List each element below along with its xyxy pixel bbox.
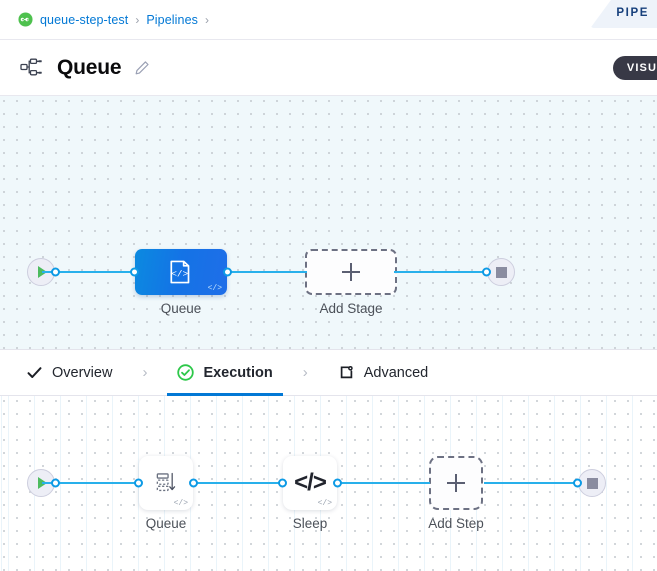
step-node-sleep-body[interactable]: </> </> xyxy=(283,456,337,510)
pipeline-tab-label: PIPE xyxy=(616,7,649,19)
execution-end-node[interactable] xyxy=(569,469,606,497)
queue-icon xyxy=(156,472,176,492)
sleep-step-output-port[interactable] xyxy=(333,478,342,488)
stop-icon xyxy=(495,266,507,278)
step-code-badge-queue: </> xyxy=(173,499,188,508)
add-step-button[interactable] xyxy=(429,456,483,510)
execution-start-node[interactable] xyxy=(27,469,60,497)
tab-advanced[interactable]: Advanced xyxy=(334,350,433,396)
stage-node-body[interactable]: </> </> xyxy=(135,249,227,295)
check-circle-green-icon xyxy=(177,364,195,381)
execution-graph-canvas[interactable]: </> Queue </> </> Sleep Add Step xyxy=(0,396,657,571)
stage-start-node[interactable] xyxy=(27,258,60,286)
step-node-sleep-label: Sleep xyxy=(292,516,328,531)
tab-separator-2: › xyxy=(302,364,308,381)
tab-overview[interactable]: Overview xyxy=(22,350,116,396)
step-node-queue-body[interactable]: </> xyxy=(139,456,193,510)
stage-config-tabs: Overview › Execution › Advanced xyxy=(0,350,657,396)
start-node-output-port[interactable] xyxy=(51,267,60,277)
tab-advanced-label: Advanced xyxy=(363,364,429,381)
breadcrumb-separator-2: › xyxy=(205,12,209,27)
end-node-circle[interactable] xyxy=(487,258,515,286)
stage-output-port[interactable] xyxy=(223,267,232,277)
edge-queue-to-add-stage xyxy=(225,271,307,273)
pipeline-tab-chip[interactable]: PIPE xyxy=(590,0,657,28)
project-badge-icon xyxy=(18,12,33,27)
queue-step-output-port[interactable] xyxy=(189,478,198,488)
step-node-queue[interactable]: </> Queue xyxy=(134,456,198,531)
stage-input-port[interactable] xyxy=(130,267,139,277)
breadcrumb-separator-1: › xyxy=(135,12,140,27)
add-stage-button[interactable] xyxy=(305,249,397,295)
edge-add-step-to-end xyxy=(484,482,577,484)
svg-text:</>: </> xyxy=(171,268,188,279)
stage-end-node[interactable] xyxy=(478,258,515,286)
execution-end-circle[interactable] xyxy=(578,469,606,497)
step-node-sleep[interactable]: </> </> Sleep xyxy=(278,456,342,531)
visual-view-label: VISU xyxy=(626,61,657,74)
edge-queue-step-to-sleep xyxy=(194,482,286,484)
tab-separator-1: › xyxy=(142,364,148,381)
edge-start-to-queue-step xyxy=(42,482,140,484)
check-icon xyxy=(26,364,43,381)
visual-view-button[interactable]: VISU xyxy=(612,55,657,80)
add-step-node[interactable]: Add Step xyxy=(428,456,484,531)
pipeline-title-bar: Queue VISU xyxy=(0,40,657,96)
stop-icon xyxy=(586,477,598,489)
stage-node-label: Queue xyxy=(160,301,202,316)
pipeline-graph-icon xyxy=(20,58,46,78)
breadcrumb-item-project[interactable]: queue-step-test xyxy=(40,12,129,27)
page-title: Queue xyxy=(57,55,122,79)
pencil-icon[interactable] xyxy=(134,60,150,76)
plus-icon xyxy=(447,474,465,492)
code-icon: </> xyxy=(294,469,327,496)
edge-sleep-to-add-step xyxy=(338,482,430,484)
plus-icon xyxy=(342,263,360,281)
breadcrumb-item-pipelines[interactable]: Pipelines xyxy=(146,12,198,27)
breadcrumb-bar: queue-step-test › Pipelines › PIPE xyxy=(0,0,657,40)
advanced-settings-icon xyxy=(338,364,355,381)
step-code-badge-sleep: </> xyxy=(317,499,332,508)
execution-start-output-port[interactable] xyxy=(51,478,60,488)
tab-overview-label: Overview xyxy=(52,364,113,381)
step-node-queue-label: Queue xyxy=(145,516,187,531)
custom-stage-icon: </> xyxy=(170,260,190,284)
queue-step-input-port[interactable] xyxy=(134,478,143,488)
tab-execution[interactable]: Execution xyxy=(167,350,284,396)
stage-code-badge: </> xyxy=(207,284,222,293)
stage-node-queue[interactable]: </> </> Queue xyxy=(130,249,232,316)
sleep-step-input-port[interactable] xyxy=(278,478,287,488)
edge-start-to-queue xyxy=(42,271,138,273)
execution-end-input-port[interactable] xyxy=(573,478,582,488)
add-stage-label: Add Stage xyxy=(319,301,383,316)
stage-graph-canvas[interactable]: </> </> Queue Add Stage xyxy=(0,96,657,350)
edge-add-stage-to-end xyxy=(394,271,486,273)
tab-execution-label: Execution xyxy=(203,364,273,381)
add-stage-node[interactable]: Add Stage xyxy=(305,249,397,316)
add-step-label: Add Step xyxy=(428,516,484,531)
end-node-input-port[interactable] xyxy=(482,267,491,277)
